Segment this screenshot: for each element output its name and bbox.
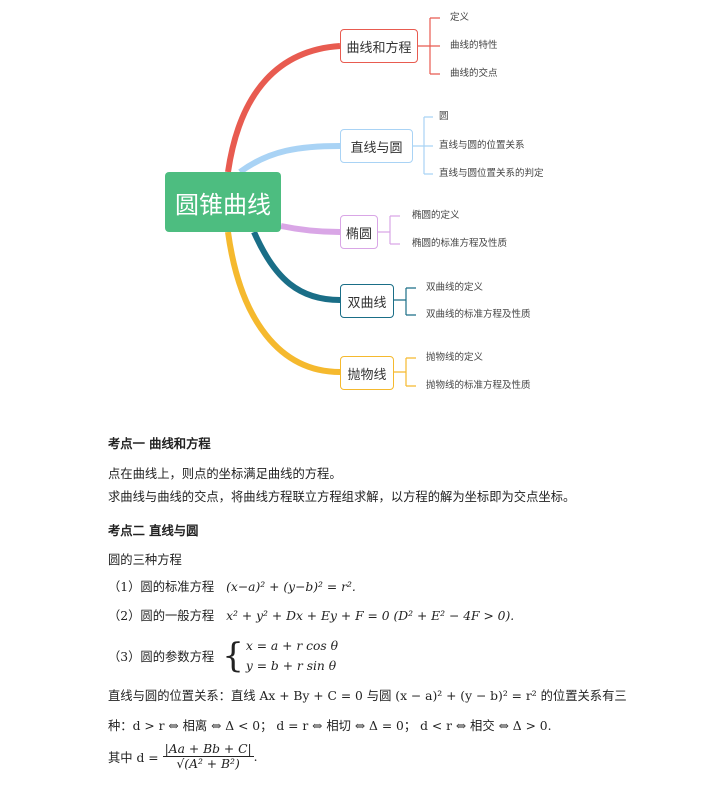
leaf-parabola-standard: 抛物线的标准方程及性质 [426, 380, 531, 391]
distance-suffix: . [253, 749, 258, 764]
eq2-formula: x² + y² + Dx + Ey + F = 0 (D² + E² − 4F … [226, 609, 515, 623]
eq2-label: （2）圆的一般方程 [108, 609, 215, 623]
section2-title: 考点二 直线与圆 [108, 524, 199, 538]
section1-title: 考点一 曲线和方程 [108, 437, 211, 451]
branch-hyperbola: 双曲线 [340, 284, 394, 318]
eq1-formula: (x−a)² + (y−b)² = r². [226, 580, 356, 594]
leaf-hyperbola-definition: 双曲线的定义 [426, 282, 484, 293]
distance-formula: 其中 d = |Aa + Bb + C| √(A² + B²) . [108, 742, 258, 771]
distance-denominator: √(A² + B²) [176, 757, 240, 771]
branch-ellipse: 椭圆 [340, 215, 378, 249]
bracket-curve-and-equation [418, 17, 440, 75]
section1-line2: 求曲线与曲线的交点，将曲线方程联立方程组求解，以方程的解为坐标即为交点坐标。 [108, 490, 576, 504]
connector-hyperbola [251, 230, 341, 303]
mindmap-connectors [225, 17, 440, 387]
leaf-circle: 圆 [439, 111, 449, 122]
connector-parabola [225, 231, 341, 375]
eq3-row: （3）圆的参数方程 { x = a + r cos θ y = b + r si… [108, 636, 338, 676]
leaf-definition: 定义 [450, 12, 470, 23]
leaf-curve-intersection: 曲线的交点 [450, 68, 498, 79]
bracket-line-and-circle [413, 116, 433, 175]
section1-line1: 点在曲线上，则点的坐标满足曲线的方程。 [108, 467, 342, 481]
leaf-line-circle-relation: 直线与圆的位置关系 [439, 140, 525, 151]
section2-intro: 圆的三种方程 [108, 553, 182, 567]
relation-line2: 种：d > r ⇔ 相离 ⇔ Δ < 0； d = r ⇔ 相切 ⇔ Δ = 0… [108, 719, 552, 733]
branch-curve-and-equation: 曲线和方程 [340, 29, 418, 63]
leaf-line-circle-judgement: 直线与圆位置关系的判定 [439, 168, 544, 179]
connector-line-and-circle [238, 143, 341, 175]
bracket-ellipse [378, 215, 400, 245]
eq1-label: （1）圆的标准方程 [108, 580, 215, 594]
distance-numerator: |Aa + Bb + C| [162, 742, 254, 757]
eq3-label: （3）圆的参数方程 [108, 650, 215, 664]
eq3-x: x = a + r cos θ [245, 639, 339, 653]
leaf-parabola-definition: 抛物线的定义 [426, 352, 484, 363]
connector-ellipse [280, 223, 341, 235]
distance-fraction: |Aa + Bb + C| √(A² + B²) [162, 742, 254, 771]
eq2-row: （2）圆的一般方程 x² + y² + Dx + Ey + F = 0 (D² … [108, 606, 514, 624]
bracket-parabola [394, 357, 416, 387]
mindmap-root: 圆锥曲线 [165, 172, 281, 232]
relation-line1: 直线与圆的位置关系：直线 Ax + By + C = 0 与圆 (x − a)²… [108, 689, 627, 703]
leaf-curve-properties: 曲线的特性 [450, 40, 498, 51]
eq1-row: （1）圆的标准方程 (x−a)² + (y−b)² = r². [108, 577, 356, 595]
distance-prefix: 其中 d = [108, 750, 159, 765]
eq3-brace: { [222, 636, 244, 676]
bracket-hyperbola [394, 287, 416, 316]
branch-parabola: 抛物线 [340, 356, 394, 390]
leaf-ellipse-standard: 椭圆的标准方程及性质 [412, 238, 508, 249]
leaf-ellipse-definition: 椭圆的定义 [412, 210, 460, 221]
branch-line-and-circle: 直线与圆 [340, 129, 413, 163]
eq3-y: y = b + r sin θ [245, 659, 337, 673]
connector-curve-and-equation [225, 43, 341, 173]
leaf-hyperbola-standard: 双曲线的标准方程及性质 [426, 309, 531, 320]
